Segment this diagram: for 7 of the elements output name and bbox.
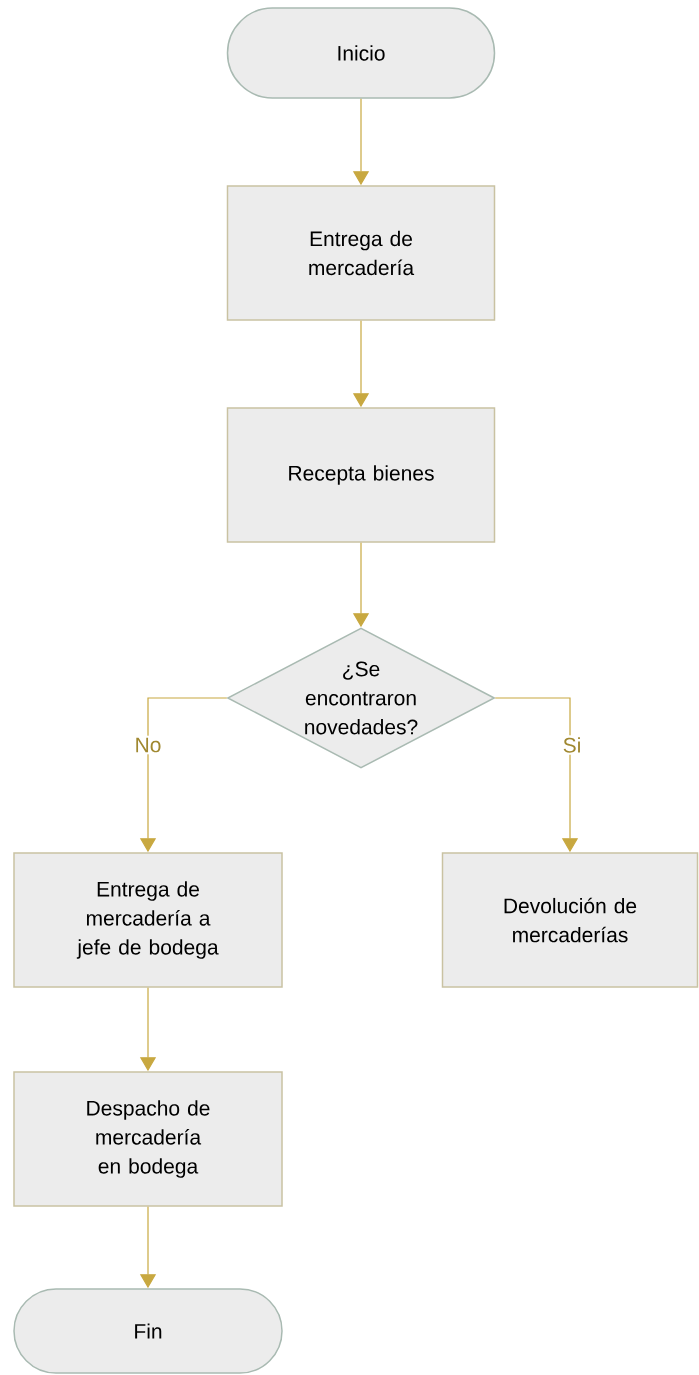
edge-label: No (132, 735, 164, 755)
edge-label: Si (560, 735, 584, 755)
process-box: Recepta bienes (226, 407, 496, 543)
process-box: Entrega de mercadería a jefe de bodega (13, 852, 283, 988)
process-box: Devolución de mercaderías (441, 852, 699, 988)
process-box: Despacho de mercadería en bodega (13, 1071, 283, 1207)
process-box: Entrega de mercadería (226, 185, 496, 321)
